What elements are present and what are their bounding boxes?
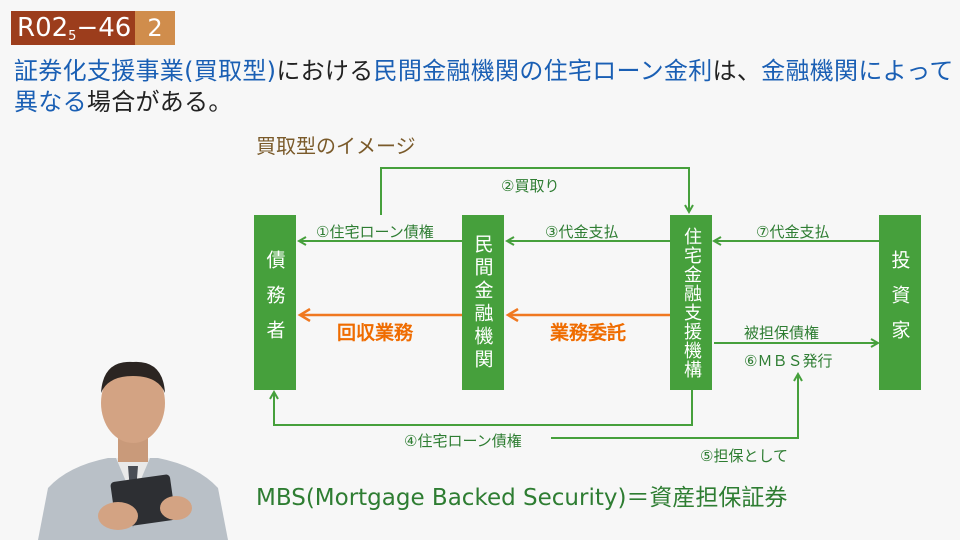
label-buy: ②買取り — [501, 177, 560, 195]
presenter-image — [38, 361, 228, 540]
question-id-badge: R025−46 — [11, 11, 135, 45]
statement-part-4: は、 — [712, 57, 762, 85]
label-as-collateral: ⑤担保として — [700, 447, 788, 465]
box-bank: 民間金融機関 — [462, 215, 504, 390]
mbs-definition: MBS(Mortgage Backed Security)＝資産担保証券 — [256, 485, 788, 511]
label-mbs-issue: ⑥ＭＢＳ発行 — [744, 352, 833, 370]
statement-part-1: 証券化支援事業(買取型) — [14, 57, 277, 85]
label-collect: 回収業務 — [337, 322, 414, 344]
diagram-title: 買取型のイメージ — [256, 134, 416, 158]
arrow-as-collateral — [551, 374, 798, 439]
box-investor: 投資家 — [879, 215, 921, 390]
label-payment-3: ③代金支払 — [545, 223, 619, 241]
question-main: R02 — [17, 13, 69, 43]
label-collateral-claim: 被担保債権 — [744, 324, 820, 342]
question-tail: −46 — [76, 13, 132, 43]
label-payment-7: ⑦代金支払 — [756, 223, 830, 241]
box-jhf: 住宅金融支援機構 — [670, 215, 712, 390]
arrow-buy — [380, 167, 689, 215]
label-consign: 業務委託 — [550, 322, 627, 344]
label-loan-claim-4: ④住宅ローン債権 — [404, 432, 522, 450]
choice-number-badge: 2 — [135, 11, 175, 45]
arrow-loan-claim-4 — [274, 390, 693, 426]
label-loan-claim: ①住宅ローン債権 — [316, 223, 434, 241]
statement-part-2: における — [276, 57, 374, 85]
statement-part-3: 民間金融機関の住宅ローン金利 — [373, 57, 713, 85]
question-sub: 5 — [68, 29, 77, 44]
statement: 証券化支援事業(買取型)における民間金融機関の住宅ローン金利は、金融機関によって… — [14, 56, 954, 118]
box-debtor: 債務者 — [254, 215, 296, 390]
statement-part-5: 金融機関によって異なる — [14, 57, 954, 116]
statement-part-6: 場合がある。 — [86, 88, 233, 116]
